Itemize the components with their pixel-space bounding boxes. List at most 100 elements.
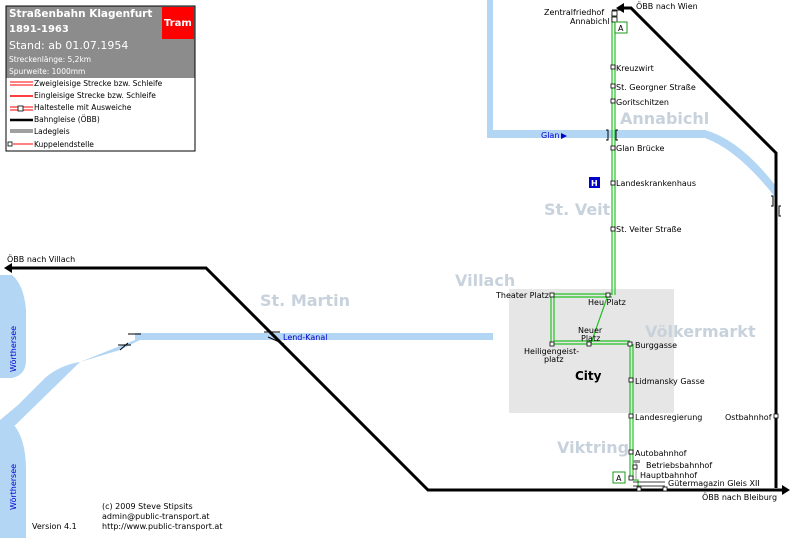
stop-annabichl: [611, 16, 618, 23]
label-st-veiter: St. Veiter Straße: [616, 225, 682, 234]
legend-years: 1891-1963: [9, 24, 69, 35]
legend-item-stop: Haltestelle mit Ausweiche: [34, 103, 132, 112]
stop-landesregierung: [628, 413, 634, 419]
label-lidmansky: Lidmansky Gasse: [635, 377, 705, 386]
credits-url: http://www.public-transport.at: [102, 522, 222, 531]
glan-arrow-icon: [561, 133, 567, 139]
tram-lines: [550, 14, 639, 488]
legend-item-coupling: Kuppelendstelle: [34, 140, 94, 149]
tram-badge-text: Tram: [164, 18, 192, 29]
woerthersee-lake: [0, 425, 26, 538]
label-heu-platz: Heu Platz: [588, 298, 626, 307]
stop-landeskrankenhaus: [610, 180, 616, 186]
stop-kreuzwirt: [610, 64, 616, 70]
label-theater-platz: Theater Platz: [495, 291, 549, 300]
legend-symbol-loading: [10, 129, 33, 133]
legend-title: Straßenbahn Klagenfurt: [9, 8, 152, 20]
label-glan-bruecke: Glan Brücke: [616, 144, 665, 153]
hospital-icon: H: [591, 179, 598, 188]
district-st-martin: St. Martin: [260, 291, 350, 310]
tram-stops: [549, 10, 668, 492]
label-autobahnhof: Autobahnhof: [635, 449, 687, 458]
tram-badge: [162, 7, 194, 39]
label-st-georgner: St. Georgner Straße: [616, 83, 696, 92]
stop-heiligengeistplatz: [549, 341, 555, 347]
city-area: [509, 289, 674, 413]
rail-line-wien: [622, 6, 778, 488]
label-heiligengeist-2: platz: [544, 355, 564, 364]
legend-item-rail: Bahngleise (ÖBB): [34, 115, 100, 124]
label-zentralfriedhof: Zentralfriedhof: [544, 8, 604, 17]
label-oebb-wien: ÖBB nach Wien: [636, 1, 698, 11]
bridge-marks: [118, 129, 781, 351]
woerthersee-bottom-label: Wörthersee: [9, 464, 18, 510]
legend-body: [6, 78, 195, 151]
label-hauptbahnhof: Hauptbahnhof: [640, 471, 697, 480]
lend-kanal-river: [80, 333, 493, 362]
a-marker-bottom-text: A: [616, 474, 622, 483]
stop-guetermagazin-end: [662, 486, 668, 492]
arrow-villach-icon: [4, 263, 12, 273]
stop-st-georgner: [610, 83, 616, 89]
label-landesregierung: Landesregierung: [635, 413, 702, 422]
legend: Tram Straßenbahn Klagenfurt 1891-1963 St…: [5, 5, 196, 152]
a-marker-top: A: [614, 21, 628, 34]
label-oebb-villach: ÖBB nach Villach: [7, 254, 75, 264]
legend-symbol-coupling: [7, 141, 33, 147]
district-st-veit: St. Veit: [544, 200, 611, 219]
rail-line-villach: [10, 266, 785, 492]
legend-item-loading: Ladegleis: [34, 127, 70, 136]
label-neuer-platz-1: Neuer: [578, 326, 603, 335]
railway-lines: [10, 6, 785, 492]
stop-guetermagazin: [636, 486, 642, 492]
credits-email: admin@public-transport.at: [102, 512, 210, 521]
stop-heu-platz: [605, 292, 611, 298]
stop-zentralfriedhof: [611, 10, 618, 17]
district-villach: Villach: [455, 271, 515, 290]
stop-neuer-platz: [586, 341, 592, 347]
woerthersee-top: [0, 275, 26, 378]
label-burggasse: Burggasse: [635, 341, 677, 350]
legend-length: Streckenlänge: 5,2km: [9, 55, 91, 64]
depot-track: [633, 460, 640, 480]
stop-st-veiter: [610, 226, 616, 232]
district-voelkermarkt: Völkermarkt: [645, 322, 756, 341]
stop-hauptbahnhof: [628, 475, 634, 481]
arrow-bleiburg-icon: [782, 485, 790, 495]
stop-betriebsbahnhof: [632, 464, 638, 470]
label-landeskrankenhaus: Landeskrankenhaus: [616, 179, 696, 188]
legend-item-single: Eingleisige Strecke bzw. Schleife: [34, 91, 156, 100]
label-betriebsbahnhof: Betriebsbahnhof: [646, 461, 712, 470]
woerthersee-top-label: Wörthersee: [9, 326, 18, 372]
legend-item-double: Zweigleisige Strecke bzw. Schleife: [34, 79, 163, 88]
stop-lidmansky: [628, 377, 634, 383]
legend-gauge: Spurweite: 1000mm: [9, 67, 85, 76]
glan-label: Glan: [541, 131, 559, 140]
stop-goritschitzen: [610, 98, 616, 104]
stop-glan-bruecke: [610, 145, 616, 151]
stop-burggasse: [627, 341, 633, 347]
stop-autobahnhof: [628, 449, 634, 455]
label-oebb-bleiburg: ÖBB nach Bleiburg: [702, 492, 777, 502]
lend-kanal-label: Lend-Kanal: [283, 333, 327, 342]
district-annabichl: Annabichl: [620, 109, 709, 128]
legend-border: [5, 5, 196, 152]
a-marker-top-text: A: [618, 24, 624, 33]
woerthersee-bottom: [0, 362, 80, 440]
city-label: City: [575, 369, 602, 383]
loading-track: [633, 481, 665, 487]
stop-ostbahnhof: [773, 413, 779, 419]
label-heiligengeist-1: Heiligengeist-: [524, 347, 579, 356]
label-annabichl: Annabichl: [570, 17, 610, 26]
credits-version: Version 4.1: [32, 522, 77, 531]
legend-symbol-stop: [10, 105, 33, 112]
station-labels: Zentralfriedhof Annabichl Kreuzwirt St. …: [495, 8, 760, 488]
label-goritschitzen: Goritschitzen: [616, 98, 669, 107]
legend-symbol-double: [10, 81, 33, 86]
hospital-marker: H: [589, 177, 600, 188]
label-guetermagazin: Gütermagazin Gleis XII: [668, 479, 760, 488]
district-labels: Annabichl St. Veit Villach St. Martin Vö…: [260, 109, 756, 457]
a-marker-bottom: A: [612, 471, 626, 484]
district-viktring: Viktring: [557, 438, 629, 457]
